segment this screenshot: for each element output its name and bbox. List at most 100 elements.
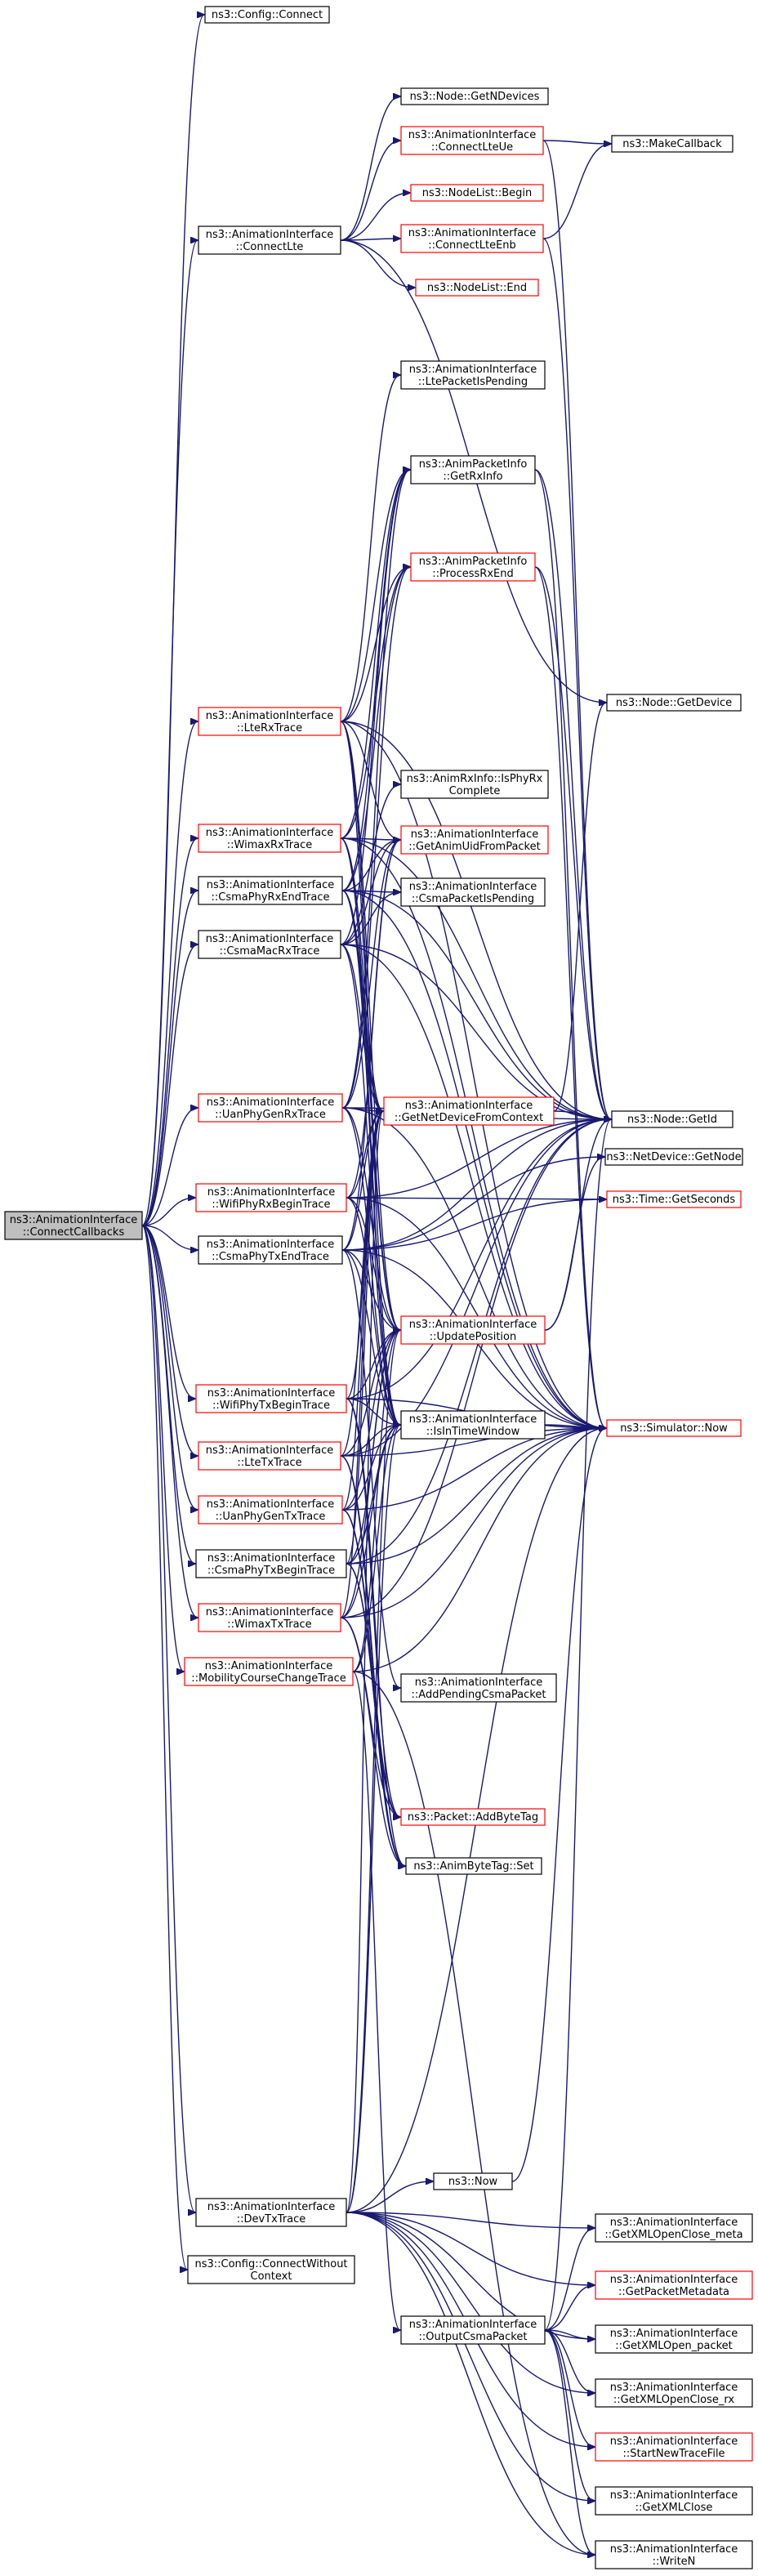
call-edge-is_in_time_window-to-simulator_now — [544, 1424, 606, 1428]
call-edge-output_csma_packet-to-get_packet_metadata — [544, 2285, 595, 2331]
call-edge-lte_rx_trace-to-get_rx_info — [340, 470, 410, 722]
graph-node-csma-phy-tx-begin[interactable]: ns3::AnimationInterface::CsmaPhyTxBeginT… — [195, 1549, 347, 1578]
call-edge-output_csma_packet-to-get_xml_oc_meta — [544, 2228, 595, 2331]
node-label-line: Context — [251, 2270, 292, 2283]
call-edge-csma_phy_rx_end-to-node_getid — [341, 890, 611, 1119]
graph-node-node-getndevices[interactable]: ns3::Node::GetNDevices — [400, 87, 549, 105]
graph-node-get-xml-close[interactable]: ns3::AnimationInterface::GetXMLClose — [595, 2486, 753, 2516]
graph-node-csma-phy-tx-end[interactable]: ns3::AnimationInterface::CsmaPhyTxEndTra… — [198, 1235, 343, 1265]
graph-node-connect-lte-ue[interactable]: ns3::AnimationInterface::ConnectLteUe — [400, 126, 544, 155]
graph-node-uan-phy-gen-rx[interactable]: ns3::AnimationInterface::UanPhyGenRxTrac… — [198, 1093, 343, 1123]
graph-node-cfg-connect[interactable]: ns3::Config::Connect — [204, 6, 330, 24]
graph-node-lte-pkt-pending[interactable]: ns3::AnimationInterface::LtePacketIsPend… — [400, 360, 546, 390]
graph-node-netdevice-getnode[interactable]: ns3::NetDevice::GetNode — [604, 1148, 743, 1166]
call-edge-dev_tx_trace-to-get_netdevice_ctx — [346, 1111, 383, 2213]
call-edge-output_csma_packet-to-get_xml_open_packet — [544, 2329, 595, 2339]
graph-node-node-getid[interactable]: ns3::Node::GetId — [611, 1110, 733, 1128]
graph-node-simulator-now[interactable]: ns3::Simulator::Now — [606, 1419, 742, 1437]
node-box — [611, 1110, 733, 1128]
call-edge-wimax_tx_trace-to-update_position — [340, 1330, 400, 1618]
node-box — [400, 770, 549, 799]
graph-node-csma-phy-rx-end[interactable]: ns3::AnimationInterface::CsmaPhyRxEndTra… — [198, 876, 343, 905]
node-label-line: ns3::AnimationInterface — [207, 1239, 335, 1251]
call-edge-uan_phy_gen_rx-to-update_position — [341, 1107, 400, 1330]
graph-node-wifi-phy-rx-begin[interactable]: ns3::AnimationInterface::WifiPhyRxBeginT… — [195, 1183, 347, 1212]
node-label-line: ::WifiPhyRxBeginTrace — [212, 1199, 330, 1211]
node-box — [400, 224, 544, 253]
graph-node-write-n[interactable]: ns3::AnimationInterface::WriteN — [595, 2540, 753, 2569]
graph-node-animbytetag-set[interactable]: ns3::AnimByteTag::Set — [405, 1857, 542, 1875]
node-label-line: ns3::Config::ConnectWithout — [194, 2258, 347, 2270]
call-edge-wimax_tx_trace-to-get_netdevice_ctx — [340, 1111, 383, 1618]
graph-node-nodelist-end[interactable]: ns3::NodeList::End — [415, 279, 539, 297]
node-box — [400, 877, 546, 907]
graph-node-add-pending-csma[interactable]: ns3::AnimationInterface::AddPendingCsmaP… — [400, 1673, 557, 1703]
call-edge-uan_phy_gen_rx-to-get_rx_info — [341, 470, 410, 1109]
graph-node-lte-tx-trace[interactable]: ns3::AnimationInterface::LteTxTrace — [198, 1441, 341, 1471]
graph-node-csma-mac-rx[interactable]: ns3::AnimationInterface::CsmaMacRxTrace — [198, 930, 341, 959]
node-label-line: ns3::AnimationInterface — [610, 2543, 738, 2556]
graph-node-connect-lte-enb[interactable]: ns3::AnimationInterface::ConnectLteEnb — [400, 224, 544, 253]
graph-node-get-netdevice-ctx[interactable]: ns3::AnimationInterface::GetNetDeviceFro… — [383, 1096, 555, 1126]
call-edge-output_csma_packet-to-get_xml_close — [544, 2329, 595, 2501]
node-label-line: ::ConnectLteUe — [431, 141, 513, 154]
graph-node-update-position[interactable]: ns3::AnimationInterface::UpdatePosition — [400, 1315, 546, 1345]
call-edge-wimax_tx_trace-to-simulator_now — [340, 1428, 606, 1618]
call-edge-lte_tx_trace-to-node_getid — [340, 1119, 611, 1457]
graph-node-get-anim-uid[interactable]: ns3::AnimationInterface::GetAnimUidFromP… — [400, 825, 549, 855]
node-label-line: ::StartNewTraceFile — [622, 2448, 725, 2460]
graph-node-connect-lte[interactable]: ns3::AnimationInterface::ConnectLte — [198, 225, 341, 255]
graph-node-root[interactable]: ns3::AnimationInterface::ConnectCallback… — [4, 1211, 143, 1240]
graph-node-csma-pkt-pending[interactable]: ns3::AnimationInterface::CsmaPacketIsPen… — [400, 877, 546, 907]
node-label-line: ::UpdatePosition — [430, 1331, 516, 1343]
graph-node-get-xml-open-packet[interactable]: ns3::AnimationInterface::GetXMLOpen_pack… — [595, 2324, 753, 2354]
graph-node-wimax-rx-trace[interactable]: ns3::AnimationInterface::WimaxRxTrace — [198, 824, 341, 853]
call-edge-get_rx_info-to-node_getid — [534, 469, 611, 1119]
graph-node-make-callback[interactable]: ns3::MakeCallback — [611, 135, 733, 153]
node-box — [400, 2315, 546, 2345]
call-edge-uan_phy_gen_tx-to-update_position — [341, 1330, 400, 1511]
call-edge-root-to-lte_rx_trace — [141, 721, 198, 1226]
graph-node-mobility-course[interactable]: ns3::AnimationInterface::MobilityCourseC… — [184, 1657, 354, 1686]
graph-node-dev-tx-trace[interactable]: ns3::AnimationInterface::DevTxTrace — [195, 2198, 347, 2227]
node-box — [595, 2486, 753, 2516]
graph-node-is-in-time-window[interactable]: ns3::AnimationInterface::IsInTimeWindow — [400, 1410, 546, 1440]
node-label-line: ::GetRxInfo — [443, 471, 502, 483]
graph-node-nodelist-begin[interactable]: ns3::NodeList::Begin — [410, 184, 544, 202]
node-label-line: ::OutputCsmaPacket — [419, 2331, 528, 2343]
graph-node-start-new-trace[interactable]: ns3::AnimationInterface::StartNewTraceFi… — [595, 2432, 753, 2462]
node-box — [198, 1235, 343, 1265]
graph-node-get-rx-info[interactable]: ns3::AnimPacketInfo::GetRxInfo — [410, 455, 536, 484]
graph-node-uan-phy-gen-tx[interactable]: ns3::AnimationInterface::UanPhyGenTxTrac… — [198, 1495, 343, 1525]
call-edge-root-to-wifi_phy_rx_begin — [141, 1198, 195, 1226]
call-edge-root-to-mobility_course — [141, 1225, 184, 1672]
call-edge-wifi_phy_rx_begin-to-is_in_time_window — [346, 1197, 400, 1425]
graph-node-process-rx-end[interactable]: ns3::AnimPacketInfo::ProcessRxEnd — [410, 552, 536, 582]
graph-node-lte-rx-trace[interactable]: ns3::AnimationInterface::LteRxTrace — [198, 707, 341, 736]
call-edge-csma_phy_tx_begin-to-get_netdevice_ctx — [346, 1111, 383, 1565]
call-edge-uan_phy_gen_tx-to-simulator_now — [341, 1428, 606, 1511]
node-label-line: ns3::NodeList::Begin — [422, 187, 532, 199]
node-label-line: ns3::AnimationInterface — [409, 881, 537, 893]
node-label-line: ::ConnectLte — [236, 241, 304, 253]
call-edge-wimax_rx_trace-to-get_rx_info — [340, 470, 410, 839]
call-edge-process_rx_end-to-simulator_now — [534, 566, 606, 1428]
graph-node-get-xml-oc-meta[interactable]: ns3::AnimationInterface::GetXMLOpenClose… — [595, 2213, 753, 2243]
node-box — [195, 1183, 347, 1212]
graph-node-time-getseconds[interactable]: ns3::Time::GetSeconds — [606, 1190, 742, 1208]
graph-node-node-getdevice[interactable]: ns3::Node::GetDevice — [606, 694, 742, 712]
graph-node-wimax-tx-trace[interactable]: ns3::AnimationInterface::WimaxTxTrace — [198, 1603, 341, 1632]
graph-node-get-packet-metadata[interactable]: ns3::AnimationInterface::GetPacketMetada… — [595, 2270, 753, 2300]
node-box — [595, 2432, 753, 2462]
graph-node-packet-addbytetag[interactable]: ns3::Packet::AddByteTag — [400, 1808, 546, 1826]
node-label-line: ::CsmaPhyRxEndTrace — [212, 891, 330, 904]
node-label-line: ns3::AnimationInterface — [409, 2319, 537, 2331]
graph-node-get-xml-oc-rx[interactable]: ns3::AnimationInterface::GetXMLOpenClose… — [595, 2378, 753, 2408]
graph-node-wifi-phy-tx-begin[interactable]: ns3::AnimationInterface::WifiPhyTxBeginT… — [195, 1384, 347, 1413]
graph-node-ns3-now[interactable]: ns3::Now — [433, 2172, 513, 2190]
graph-node-output-csma-packet[interactable]: ns3::AnimationInterface::OutputCsmaPacke… — [400, 2315, 546, 2345]
node-label-line: ns3::AnimationInterface — [205, 1660, 333, 1672]
node-box — [595, 2213, 753, 2243]
